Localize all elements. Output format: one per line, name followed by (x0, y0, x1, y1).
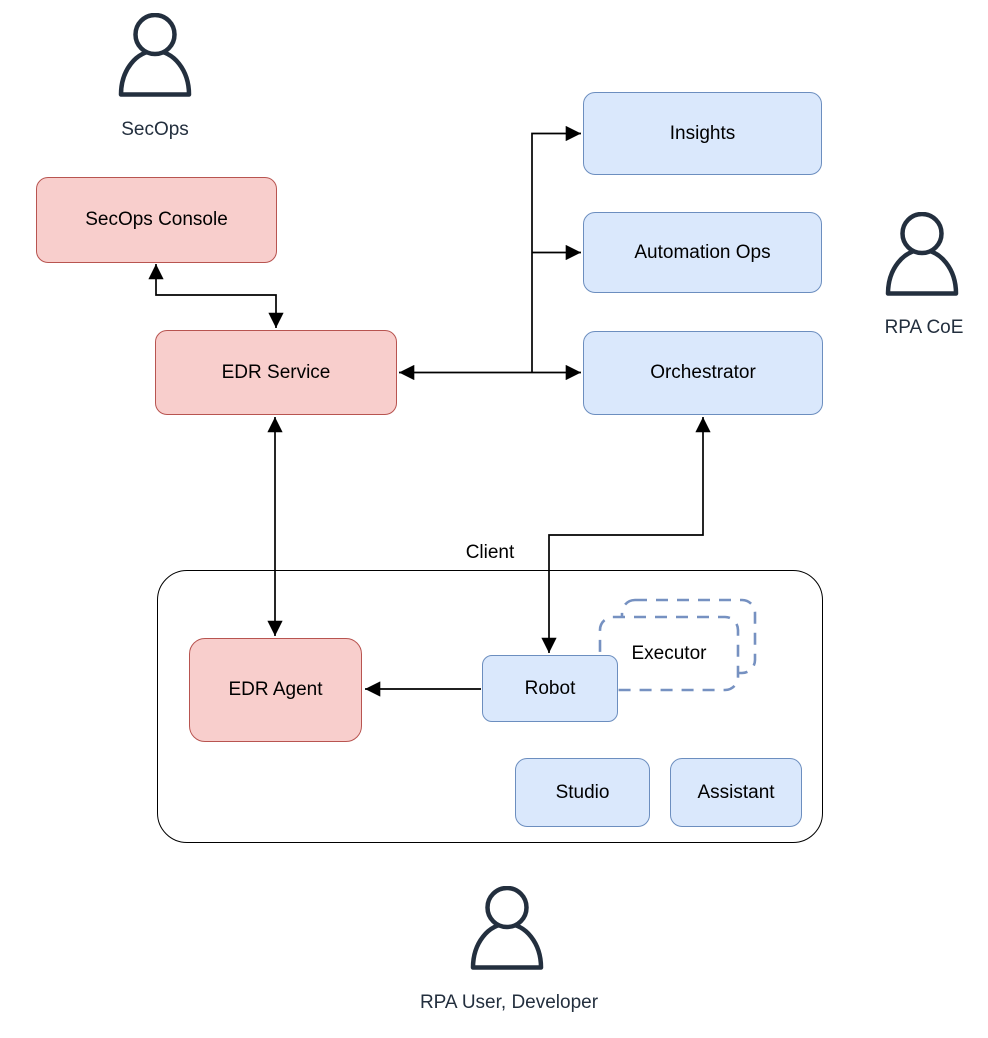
node-automation-ops: Automation Ops (583, 212, 822, 293)
node-studio: Studio (515, 758, 650, 827)
edge-orchestrator-insights (531, 125, 581, 373)
executor-label: Executor (631, 642, 707, 664)
node-edr-service-label: EDR Service (221, 361, 331, 383)
node-assistant: Assistant (670, 758, 802, 827)
node-secops-console-label: SecOps Console (85, 209, 228, 230)
edge-secops-console-edr-service (148, 264, 284, 328)
node-orchestrator-label: Orchestrator (650, 362, 756, 383)
node-robot-label: Robot (524, 677, 576, 699)
client-group-container (157, 570, 823, 843)
node-automation-ops-label: Automation Ops (634, 241, 771, 263)
node-orchestrator: Orchestrator (583, 331, 823, 415)
node-assistant-label: Assistant (697, 781, 775, 803)
node-robot: Robot (482, 655, 618, 722)
node-insights: Insights (583, 92, 822, 175)
rpa-user-actor-label: RPA User, Developer (419, 992, 599, 1013)
secops-person-icon (118, 13, 192, 97)
client-group-label: Client (465, 542, 515, 563)
secops-actor-label: SecOps (121, 119, 189, 140)
node-edr-agent-label: EDR Agent (228, 679, 323, 700)
edge-orchestrator-robot (541, 417, 711, 653)
rpa-coe-actor-label: RPA CoE (884, 317, 964, 338)
node-secops-console: SecOps Console (36, 177, 277, 263)
node-insights-label: Insights (669, 122, 736, 144)
node-edr-service: EDR Service (155, 330, 397, 415)
node-edr-agent: EDR Agent (189, 638, 362, 742)
rpa-user-person-icon (470, 886, 544, 970)
node-studio-label: Studio (555, 781, 610, 803)
rpa-coe-person-icon (885, 212, 959, 296)
